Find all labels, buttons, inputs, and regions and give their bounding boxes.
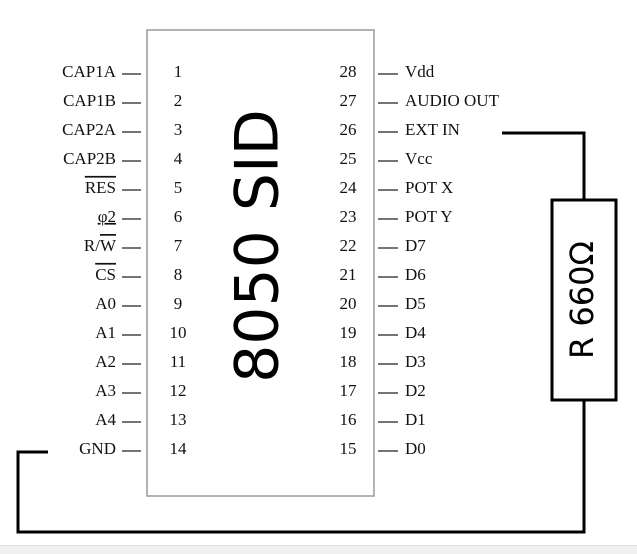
pin-number: 22	[340, 236, 357, 255]
pin-number: 9	[174, 294, 183, 313]
right-pin-list: 28 Vdd 27 AUDIO OUT 26 EXT IN 25 Vcc 24 POT X 23 PO…	[340, 62, 500, 458]
pin-number: 21	[340, 265, 357, 284]
pin-name: CAP1A	[62, 62, 117, 81]
pin-number: 23	[340, 207, 357, 226]
pin-number: 28	[340, 62, 357, 81]
pin-name: CAP2A	[62, 120, 117, 139]
pin-name: A3	[95, 381, 116, 400]
pin-name: D3	[405, 352, 426, 371]
pin-number: 11	[170, 352, 186, 371]
pin-name: CAP2B	[63, 149, 116, 168]
pin-name: POT X	[405, 178, 453, 197]
pin-number: 2	[174, 91, 183, 110]
pin-number: 5	[174, 178, 183, 197]
pin-number: 8	[174, 265, 183, 284]
pin-name: Vdd	[405, 62, 435, 81]
pin-name: D6	[405, 265, 426, 284]
pin-name: D0	[405, 439, 426, 458]
pin-name: D4	[405, 323, 426, 342]
pin-number: 16	[340, 410, 357, 429]
bottom-strip	[0, 545, 637, 554]
pin-name: AUDIO OUT	[405, 91, 500, 110]
pin-number: 20	[340, 294, 357, 313]
chip-title: 8050 SID	[223, 109, 293, 383]
pin-name: A0	[95, 294, 116, 313]
pin-number: 7	[174, 236, 183, 255]
pin-number: 14	[170, 439, 188, 458]
pin-name: Vcc	[405, 149, 433, 168]
pin-number: 26	[340, 120, 357, 139]
pin-number: 15	[340, 439, 357, 458]
pin-number: 4	[174, 149, 183, 168]
pin-number: 6	[174, 207, 183, 226]
ground-return-wire	[16, 400, 586, 534]
ext-in-wire	[502, 131, 586, 200]
pin-number: 3	[174, 120, 183, 139]
pin-name: EXT IN	[405, 120, 460, 139]
pin-name: CAP1B	[63, 91, 116, 110]
pin-number: 1	[174, 62, 183, 81]
pin-number: 27	[340, 91, 358, 110]
pin-name: A1	[95, 323, 116, 342]
pin-number: 19	[340, 323, 357, 342]
pin-name: RES	[85, 178, 116, 197]
chip-body	[146, 29, 375, 497]
pin-name: R/W	[84, 236, 117, 255]
pin-number: 18	[340, 352, 357, 371]
pin-number: 24	[340, 178, 358, 197]
pin-name: φ2	[98, 207, 116, 226]
pin-name: A4	[95, 410, 116, 429]
pin-name: POT Y	[405, 207, 453, 226]
pin-number: 10	[170, 323, 187, 342]
pin-number: 12	[170, 381, 187, 400]
pin-name: D2	[405, 381, 426, 400]
pin-name: D1	[405, 410, 426, 429]
pin-name: GND	[79, 439, 116, 458]
pin-number: 25	[340, 149, 357, 168]
pin-number: 17	[340, 381, 358, 400]
pin-name: CS	[95, 265, 116, 284]
pin-name: D7	[405, 236, 426, 255]
resistor-label: R 660Ω	[563, 241, 601, 359]
pin-name: D5	[405, 294, 426, 313]
pin-name: A2	[95, 352, 116, 371]
pin-number: 13	[170, 410, 187, 429]
